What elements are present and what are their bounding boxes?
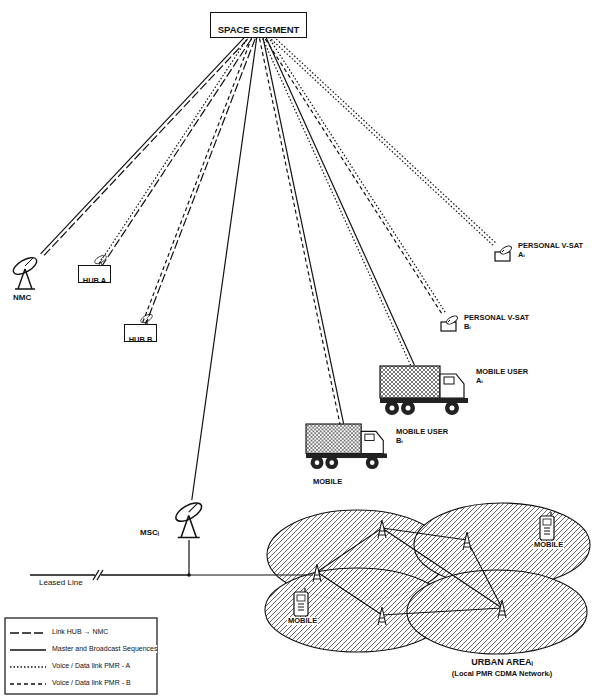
node-label: (Local PMR CDMA Networkᵢ) <box>402 670 599 679</box>
radio-link <box>189 540 262 575</box>
nmc-dish <box>11 254 40 289</box>
truck-icon <box>380 366 468 415</box>
node-label: URBAN AREAᵢ <box>402 657 599 667</box>
vsat-icon <box>441 314 459 331</box>
legend-text: Voice / Data link PMR - B <box>52 679 131 687</box>
free-label: MOBILE <box>533 541 564 549</box>
radio-link <box>271 37 495 246</box>
urban-network: URBAN AREAᵢ(Local PMR CDMA Networkᵢ) <box>262 500 592 655</box>
radio-link <box>41 37 248 256</box>
legend-text: Link HUB → NMC <box>52 628 108 636</box>
msc-station: MSCᵢ <box>170 500 208 540</box>
truck-icon <box>306 424 387 469</box>
radio-link <box>192 38 257 500</box>
node-label: HUB B <box>129 336 153 345</box>
node-label: PERSONAL V-SAT Aᵢ <box>518 242 590 259</box>
hub-box: HUB B <box>124 324 157 342</box>
radio-link <box>99 37 252 266</box>
free-label: MOBILE <box>312 478 343 486</box>
node-label: MOBILE USER Bᵢ <box>396 428 456 445</box>
ground-station: NMC <box>8 255 42 291</box>
mobile-truck: MOBILE USER Aᵢ <box>380 366 468 415</box>
node-label: MSCᵢ <box>140 528 159 537</box>
free-label: Leased Line <box>38 579 84 588</box>
legend-text: Voice / Data link PMR - A <box>52 662 130 670</box>
radio-link <box>263 37 415 366</box>
satellite-box: SPACE SEGMENT <box>210 12 307 38</box>
node-label: SPACE SEGMENT <box>218 25 300 36</box>
radio-link <box>142 37 255 324</box>
vsat-icon <box>495 244 513 261</box>
vsat-terminal: PERSONAL V-SAT Aᵢ <box>494 244 514 262</box>
vsat-terminal: PERSONAL V-SAT Bᵢ <box>440 314 460 332</box>
node-label: MOBILE USER Aᵢ <box>476 368 536 385</box>
urban-cells <box>262 503 590 654</box>
free-label: MOBILE <box>287 617 318 625</box>
mobile-truck: MOBILE USER Bᵢ <box>306 424 387 469</box>
msc-dish <box>173 499 204 537</box>
node-label: HUB A <box>83 277 106 286</box>
node-label: PERSONAL V-SAT Bᵢ <box>464 314 536 331</box>
legend-text: Master and Broadcast Sequences <box>52 645 157 653</box>
radio-link <box>260 38 344 425</box>
hub-box: HUB A <box>78 265 111 283</box>
legend-box <box>5 618 157 694</box>
node-label: NMC <box>13 293 31 302</box>
